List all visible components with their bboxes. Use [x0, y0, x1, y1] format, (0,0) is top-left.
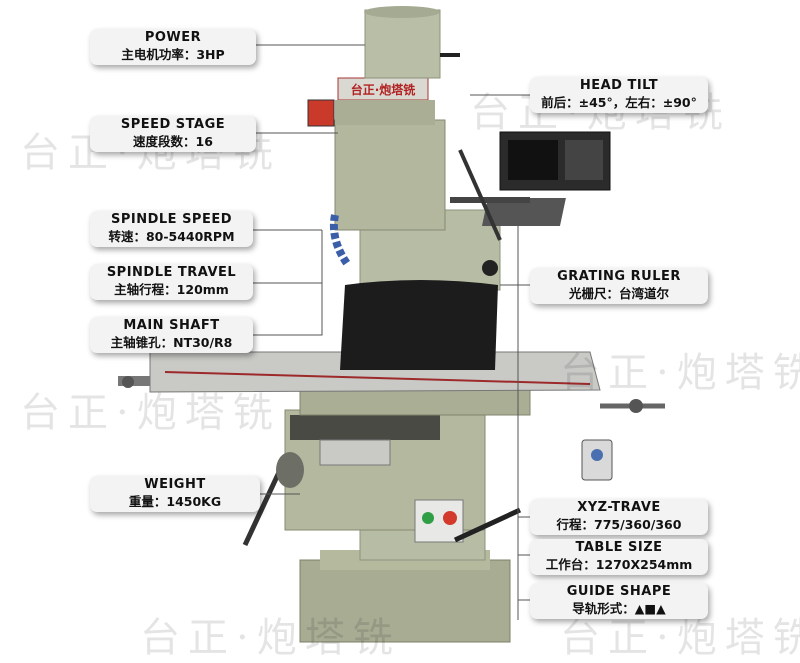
callout-head-tilt: HEAD TILT 前后：±45°，左右：±90° [530, 77, 708, 113]
callout-title: HEAD TILT [579, 78, 659, 93]
callout-grating-ruler: GRATING RULER 光栅尺：台湾道尔 [530, 268, 708, 304]
callout-value: 重量：1450KG [128, 494, 222, 509]
callout-weight: WEIGHT 重量：1450KG [90, 476, 260, 512]
callout-value: 行程：775/360/360 [556, 517, 682, 532]
milling-head [334, 119, 446, 231]
callout-main-shaft: MAIN SHAFT 主轴锥孔：NT30/R8 [90, 317, 253, 353]
dro-bracket [481, 198, 566, 226]
callout-value: 主轴锥孔：NT30/R8 [110, 335, 233, 350]
green-button-icon [422, 512, 434, 524]
callout-value: 光栅尺：台湾道尔 [568, 286, 669, 301]
red-button-icon [443, 511, 457, 525]
callout-title: GUIDE SHAPE [566, 584, 672, 599]
callout-title: XYZ-TRAVE [577, 500, 661, 515]
callout-spindle-travel: SPINDLE TRAVEL 主轴行程：120mm [90, 264, 253, 300]
callout-value: 转速：80-5440RPM [108, 229, 235, 244]
callout-table-size: TABLE SIZE 工作台：1270X254mm [530, 539, 708, 575]
callout-title: POWER [144, 30, 202, 45]
head-brand-text: 台正·炮塔铣 [351, 82, 416, 97]
motor [364, 9, 441, 79]
way-cover [340, 280, 498, 370]
callout-value: 主电机功率：3HP [121, 47, 225, 62]
callout-value: 导轨形式：▲■▲ [572, 601, 666, 616]
callout-title: SPEED STAGE [120, 117, 226, 132]
machine-base [299, 559, 511, 643]
callout-value: 前后：±45°，左右：±90° [541, 95, 697, 110]
callout-value: 主轴行程：120mm [114, 282, 229, 297]
callout-title: SPINDLE TRAVEL [106, 265, 237, 280]
callout-title: MAIN SHAFT [123, 318, 220, 333]
coolant-hose [329, 214, 352, 268]
callout-title: GRATING RULER [557, 269, 681, 284]
callout-title: SPINDLE SPEED [110, 212, 233, 227]
callout-power: POWER 主电机功率：3HP [90, 29, 256, 65]
callout-title: TABLE SIZE [575, 540, 663, 555]
callout-spindle-speed: SPINDLE SPEED 转速：80-5440RPM [90, 211, 253, 247]
callout-xyz-travel: XYZ-TRAVE 行程：775/360/360 [530, 499, 708, 535]
crank-handle-icon [276, 452, 304, 488]
callout-guide-shape: GUIDE SHAPE 导轨形式：▲■▲ [530, 583, 708, 619]
callout-speed-stage: SPEED STAGE 速度段数：16 [90, 116, 256, 152]
callout-title: WEIGHT [144, 477, 206, 492]
warning-switch-icon [307, 99, 335, 127]
callout-value: 速度段数：16 [133, 134, 213, 149]
callout-value: 工作台：1270X254mm [545, 557, 693, 572]
